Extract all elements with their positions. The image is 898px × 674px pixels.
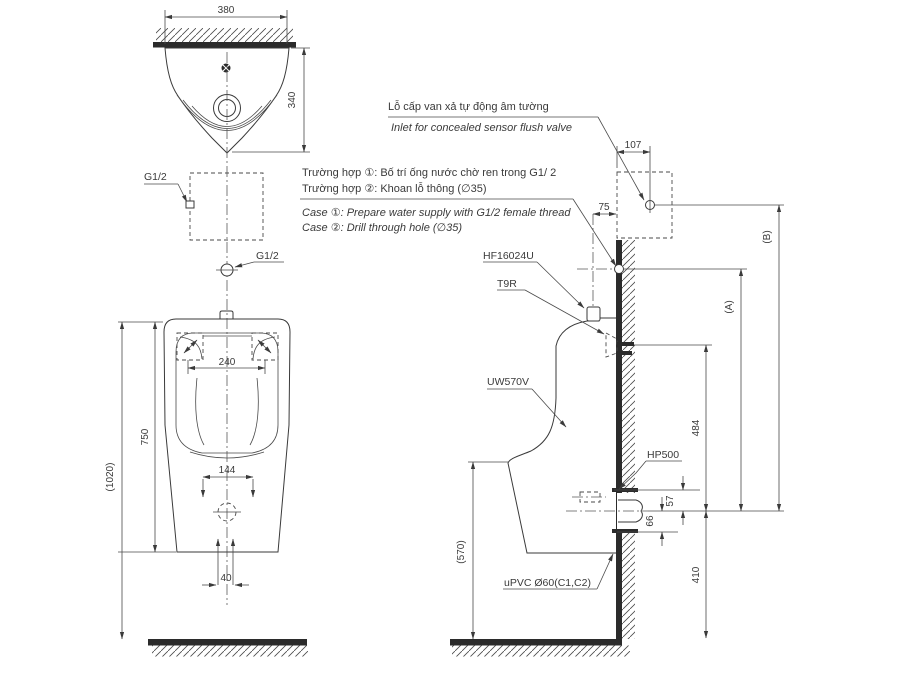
- dim-57: 57: [665, 495, 676, 507]
- label-g12-top: G1/2: [144, 171, 167, 183]
- note-inlet-vi: Lỗ cấp van xả tự động âm tường: [388, 100, 549, 113]
- leader-drain-pipe: [596, 553, 614, 590]
- dim-107: 107: [625, 140, 642, 151]
- dim-410: 410: [691, 566, 702, 583]
- inlet-point-wall: [614, 264, 624, 274]
- fixing-bolt-cross: [222, 64, 230, 72]
- label-flush-valve: HF16024U: [483, 250, 534, 262]
- dim-B: (B): [762, 230, 773, 243]
- top-spud-front: [219, 310, 234, 319]
- notes: Lỗ cấp van xả tự động âm tường Inlet for…: [300, 100, 645, 267]
- label-g12-front: G1/2: [256, 250, 279, 262]
- dim-1020: (1020): [105, 463, 116, 492]
- wall-hatch-top-view: [156, 28, 293, 42]
- dim-40: 40: [220, 573, 232, 584]
- leader-g12-top: [177, 183, 188, 203]
- mounting-bracket-left: [176, 332, 204, 361]
- wall-bar-top-view: [153, 42, 296, 48]
- label-spud: T9R: [497, 278, 517, 290]
- side-view: 107 75 57 66 484: [450, 140, 784, 657]
- front-lip-curve: [189, 451, 265, 459]
- front-view: 240 144 40 750 (1020): [105, 310, 308, 657]
- spud-hidden: [605, 332, 618, 358]
- dim-484: 484: [691, 419, 702, 436]
- dim-570: (570): [456, 540, 467, 563]
- floor-hatch-front: [152, 645, 308, 657]
- wall-bar-side: [616, 240, 622, 639]
- trap-fitting: [618, 499, 643, 523]
- floor-hatch-side: [452, 645, 630, 657]
- wall-hatch-side: [622, 240, 635, 639]
- floor-bar-front: [148, 639, 307, 646]
- rim-arc-inner: [191, 105, 263, 127]
- inlet-stub-front: [185, 200, 195, 209]
- sensor-unit: [586, 306, 601, 322]
- dim-240: 240: [219, 357, 236, 368]
- bowl-curve-right: [249, 377, 259, 446]
- dim-66: 66: [645, 515, 656, 527]
- supply-rough-in-front: G1/2 G1/2: [144, 171, 284, 277]
- leader-case-note: [572, 198, 617, 267]
- urinal-front-outline: [163, 318, 291, 553]
- label-drain-pipe: uPVC Ø60(C1,C2): [504, 577, 591, 589]
- label-trap: HP500: [647, 449, 679, 461]
- urinal-side-outline: [507, 317, 616, 554]
- dim-340: 340: [287, 91, 298, 108]
- note-case2-en: Case ②: Drill through hole (∅35): [302, 222, 462, 234]
- note-case1-en: Case ①: Prepare water supply with G1/2 f…: [302, 207, 571, 219]
- dim-144: 144: [219, 465, 236, 476]
- spud-bar-bottom: [617, 351, 632, 355]
- note-case1-vi: Trường hợp ①: Bố trí ống nước chờ ren tr…: [302, 167, 556, 179]
- dim-750: 750: [140, 428, 151, 445]
- label-urinal-model: UW570V: [487, 376, 529, 388]
- pipe-bar-bottom: [612, 529, 638, 533]
- leader-flush-valve: [536, 261, 585, 309]
- floor-bar-side: [450, 639, 622, 646]
- dim-A: (A): [724, 300, 735, 313]
- bowl-curve-left: [195, 377, 205, 446]
- leader-inlet-note: [597, 116, 645, 201]
- leader-spud: [524, 289, 605, 335]
- dim-75: 75: [598, 202, 610, 213]
- inner-rim-front: [175, 332, 279, 454]
- leader-trap: [618, 460, 647, 490]
- note-inlet-en: Inlet for concealed sensor flush valve: [391, 122, 572, 134]
- leader-g12-front: [234, 261, 255, 268]
- spud-bar-top: [617, 342, 634, 346]
- leader-urinal-model: [531, 388, 567, 428]
- dim-380: 380: [218, 5, 235, 16]
- note-case2-vi: Trường hợp ②: Khoan lỗ thông (∅35): [302, 182, 487, 195]
